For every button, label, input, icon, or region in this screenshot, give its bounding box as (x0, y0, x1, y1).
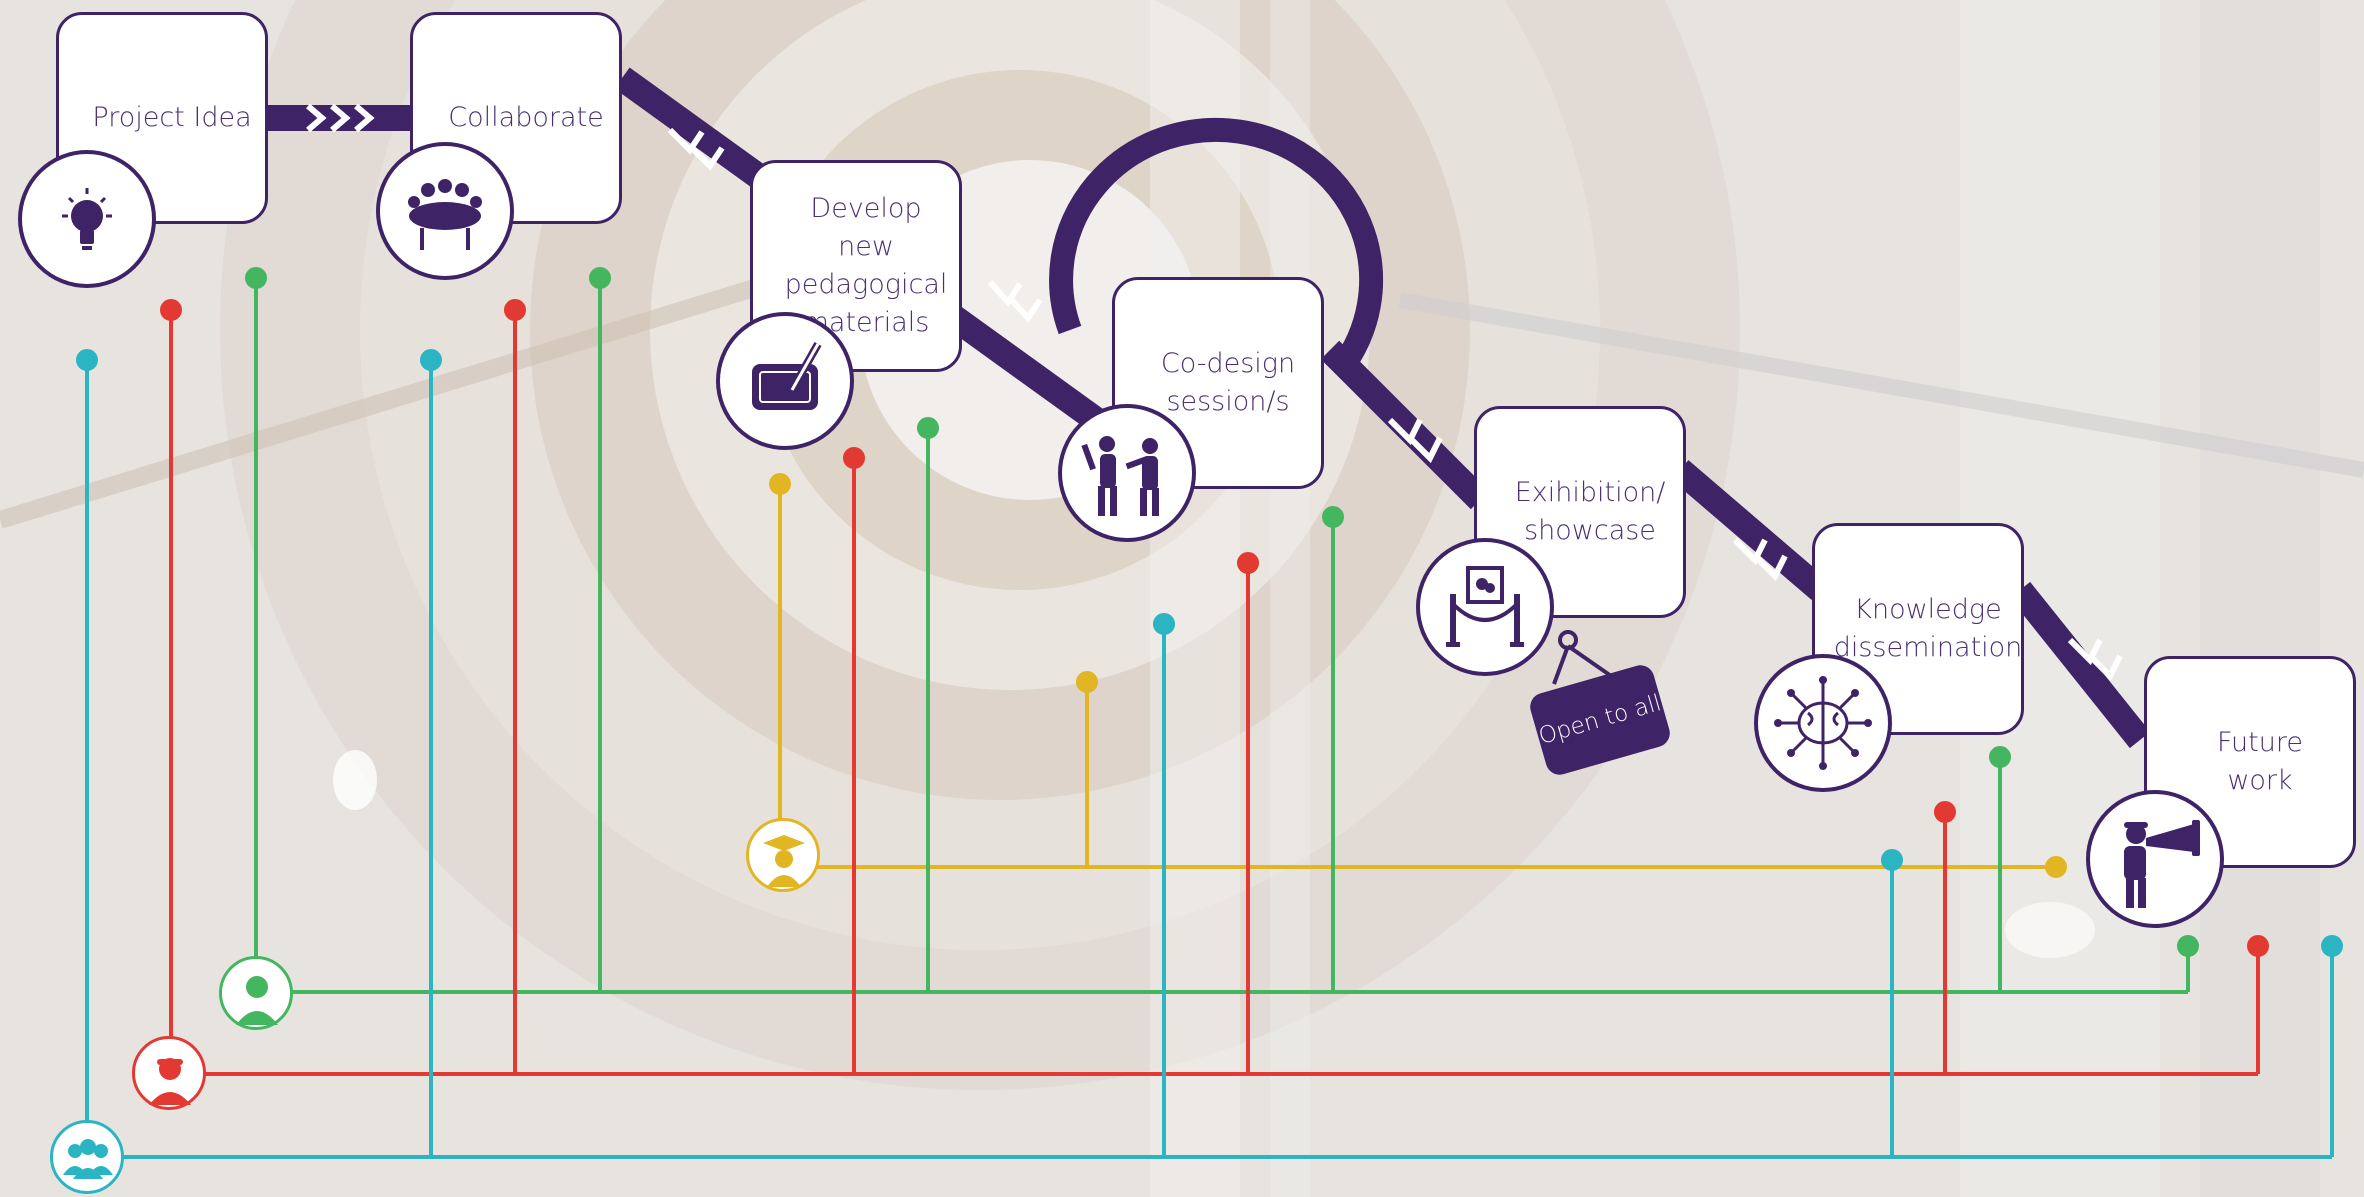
people-gesturing-icon (1058, 404, 1196, 542)
telescope-person-icon (2086, 790, 2224, 928)
step-label: Project Idea (92, 102, 252, 133)
step-label: Co-design session/s (1160, 348, 1296, 417)
step-label: Develop new pedagogical materials (784, 193, 948, 338)
helmet-person-icon (132, 1036, 206, 1110)
person-icon (219, 956, 293, 1030)
meeting-table-icon (376, 142, 514, 280)
brain-network-icon (1754, 654, 1892, 792)
path-chevrons (306, 103, 2123, 682)
group-icon (50, 1120, 124, 1194)
graduate-icon (746, 818, 820, 892)
step-label: Collaborate (448, 102, 604, 133)
step-label: Future work (2217, 727, 2303, 796)
step-label: Knowledge dissemination (1833, 594, 2023, 663)
step-label: Exihibition/ showcase (1514, 477, 1666, 546)
lightbulb-icon (18, 150, 156, 288)
process-path (268, 67, 2151, 749)
gallery-rope-icon (1416, 538, 1554, 676)
sign-label: Open to all (1535, 690, 1665, 750)
step-project-idea: Project Idea (56, 12, 268, 224)
tablet-pen-icon (716, 312, 854, 450)
sign-hanger (1552, 630, 1616, 685)
